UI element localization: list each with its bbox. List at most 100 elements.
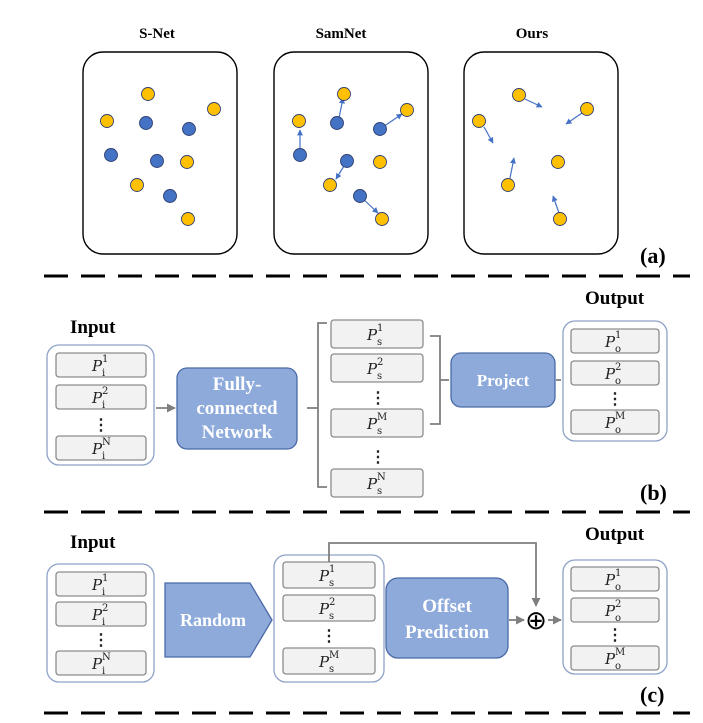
yellow-point [181, 212, 195, 226]
svg-text:P: P [366, 360, 378, 378]
offset-arrow [551, 195, 560, 214]
svg-text:2: 2 [615, 599, 621, 610]
svg-text:N: N [102, 437, 111, 448]
yellow-point [580, 102, 594, 116]
project-block [450, 352, 556, 408]
output-label: Output [585, 288, 645, 309]
symbol-p-s-2: P 2 s [366, 357, 383, 382]
random-sampling-block [164, 582, 273, 658]
input-label: Input [70, 532, 116, 553]
yellow-point [373, 155, 387, 169]
s-net-points [100, 87, 221, 226]
symbol-p-o-m: P M o [604, 411, 625, 436]
svg-text:i: i [102, 451, 105, 462]
svg-text:P: P [318, 653, 330, 671]
fc-line-1: Fully- [213, 374, 262, 395]
svg-text:P: P [91, 655, 103, 673]
svg-text:2: 2 [102, 603, 108, 614]
svg-text:N: N [377, 472, 386, 483]
add-operator-icon: ⊕ [525, 606, 547, 636]
symbol-p-s-m: P M s [366, 412, 387, 437]
svg-text:P: P [91, 576, 103, 594]
symbol-p-i-1: P 1 i [91, 354, 108, 379]
svg-text:1: 1 [377, 323, 383, 334]
svg-text:s: s [377, 426, 382, 437]
blue-point [104, 148, 118, 162]
symbol-p-s-2: P 2 s [318, 597, 335, 622]
svg-text:P: P [91, 440, 103, 458]
blue-point [293, 148, 307, 162]
ours-box [463, 51, 619, 255]
svg-text:P: P [318, 600, 330, 618]
offset-arrow [565, 112, 583, 125]
svg-text:P: P [604, 414, 616, 432]
panel-b: Input Output ⋮ P 1 i P 2 i P N i Fully- … [46, 288, 668, 505]
symbol-p-s-1: P 1 s [318, 564, 335, 589]
svg-text:i: i [102, 666, 105, 677]
panel-a: S-Net SamNet Ours [82, 26, 666, 268]
offset-arrow [509, 157, 516, 179]
svg-text:N: N [102, 652, 111, 663]
input-point-cell [55, 601, 147, 627]
bracket-right [430, 335, 441, 425]
ellipsis: ⋮ [607, 625, 623, 644]
s-net-box [82, 51, 238, 255]
svg-text:o: o [615, 344, 621, 355]
input-point-cell [55, 650, 147, 676]
svg-text:o: o [615, 425, 621, 436]
svg-text:i: i [102, 400, 105, 411]
yellow-point [337, 87, 351, 101]
random-label: Random [180, 610, 246, 630]
sampled-point-cell [330, 319, 424, 349]
offset-prediction-block [385, 577, 509, 659]
yellow-point [207, 102, 221, 116]
symbol-p-o-1: P 1 o [604, 568, 621, 593]
yellow-point [100, 114, 114, 128]
yellow-point [553, 212, 567, 226]
output-point-cell [570, 328, 660, 354]
svg-text:o: o [615, 376, 621, 387]
output-point-cell [570, 645, 660, 671]
sampled-point-cell [330, 353, 424, 383]
yellow-point [141, 87, 155, 101]
svg-text:s: s [377, 337, 382, 348]
output-point-cell [570, 566, 660, 592]
blue-point [182, 122, 196, 136]
samnet-box [273, 51, 429, 255]
ellipsis: ⋮ [321, 626, 337, 645]
svg-text:P: P [604, 602, 616, 620]
panel-b-label: (b) [640, 480, 667, 505]
svg-text:s: s [377, 371, 382, 382]
samnet-points [292, 87, 414, 226]
svg-text:P: P [604, 650, 616, 668]
svg-text:M: M [615, 647, 625, 658]
yellow-point [551, 155, 565, 169]
ours-points [472, 88, 594, 226]
symbol-p-i-2: P 2 i [91, 386, 108, 411]
input-point-cell [55, 571, 147, 597]
yellow-point [323, 178, 337, 192]
ellipsis: ⋮ [93, 630, 109, 649]
output-point-cell [570, 409, 660, 435]
svg-text:i: i [102, 587, 105, 598]
svg-text:s: s [329, 664, 334, 675]
yellow-point [180, 155, 194, 169]
svg-text:o: o [615, 661, 621, 672]
panel-c: Input Output ⋮ P 1 i P 2 i P N i Random … [46, 524, 668, 707]
symbol-p-o-m: P M o [604, 647, 625, 672]
svg-text:P: P [91, 389, 103, 407]
sampled-point-cell [330, 468, 424, 498]
bracket-left [317, 322, 327, 488]
svg-text:o: o [615, 613, 621, 624]
input-point-cell [55, 352, 147, 378]
offset-line-1: Offset [422, 596, 472, 617]
panel-a-label: (a) [640, 243, 666, 268]
svg-text:1: 1 [102, 354, 108, 365]
svg-text:P: P [91, 357, 103, 375]
ellipsis: ⋮ [93, 415, 109, 434]
svg-text:P: P [604, 333, 616, 351]
symbol-p-s-n: P N s [366, 472, 386, 497]
blue-point [340, 154, 354, 168]
svg-text:P: P [91, 606, 103, 624]
svg-text:1: 1 [329, 564, 335, 575]
